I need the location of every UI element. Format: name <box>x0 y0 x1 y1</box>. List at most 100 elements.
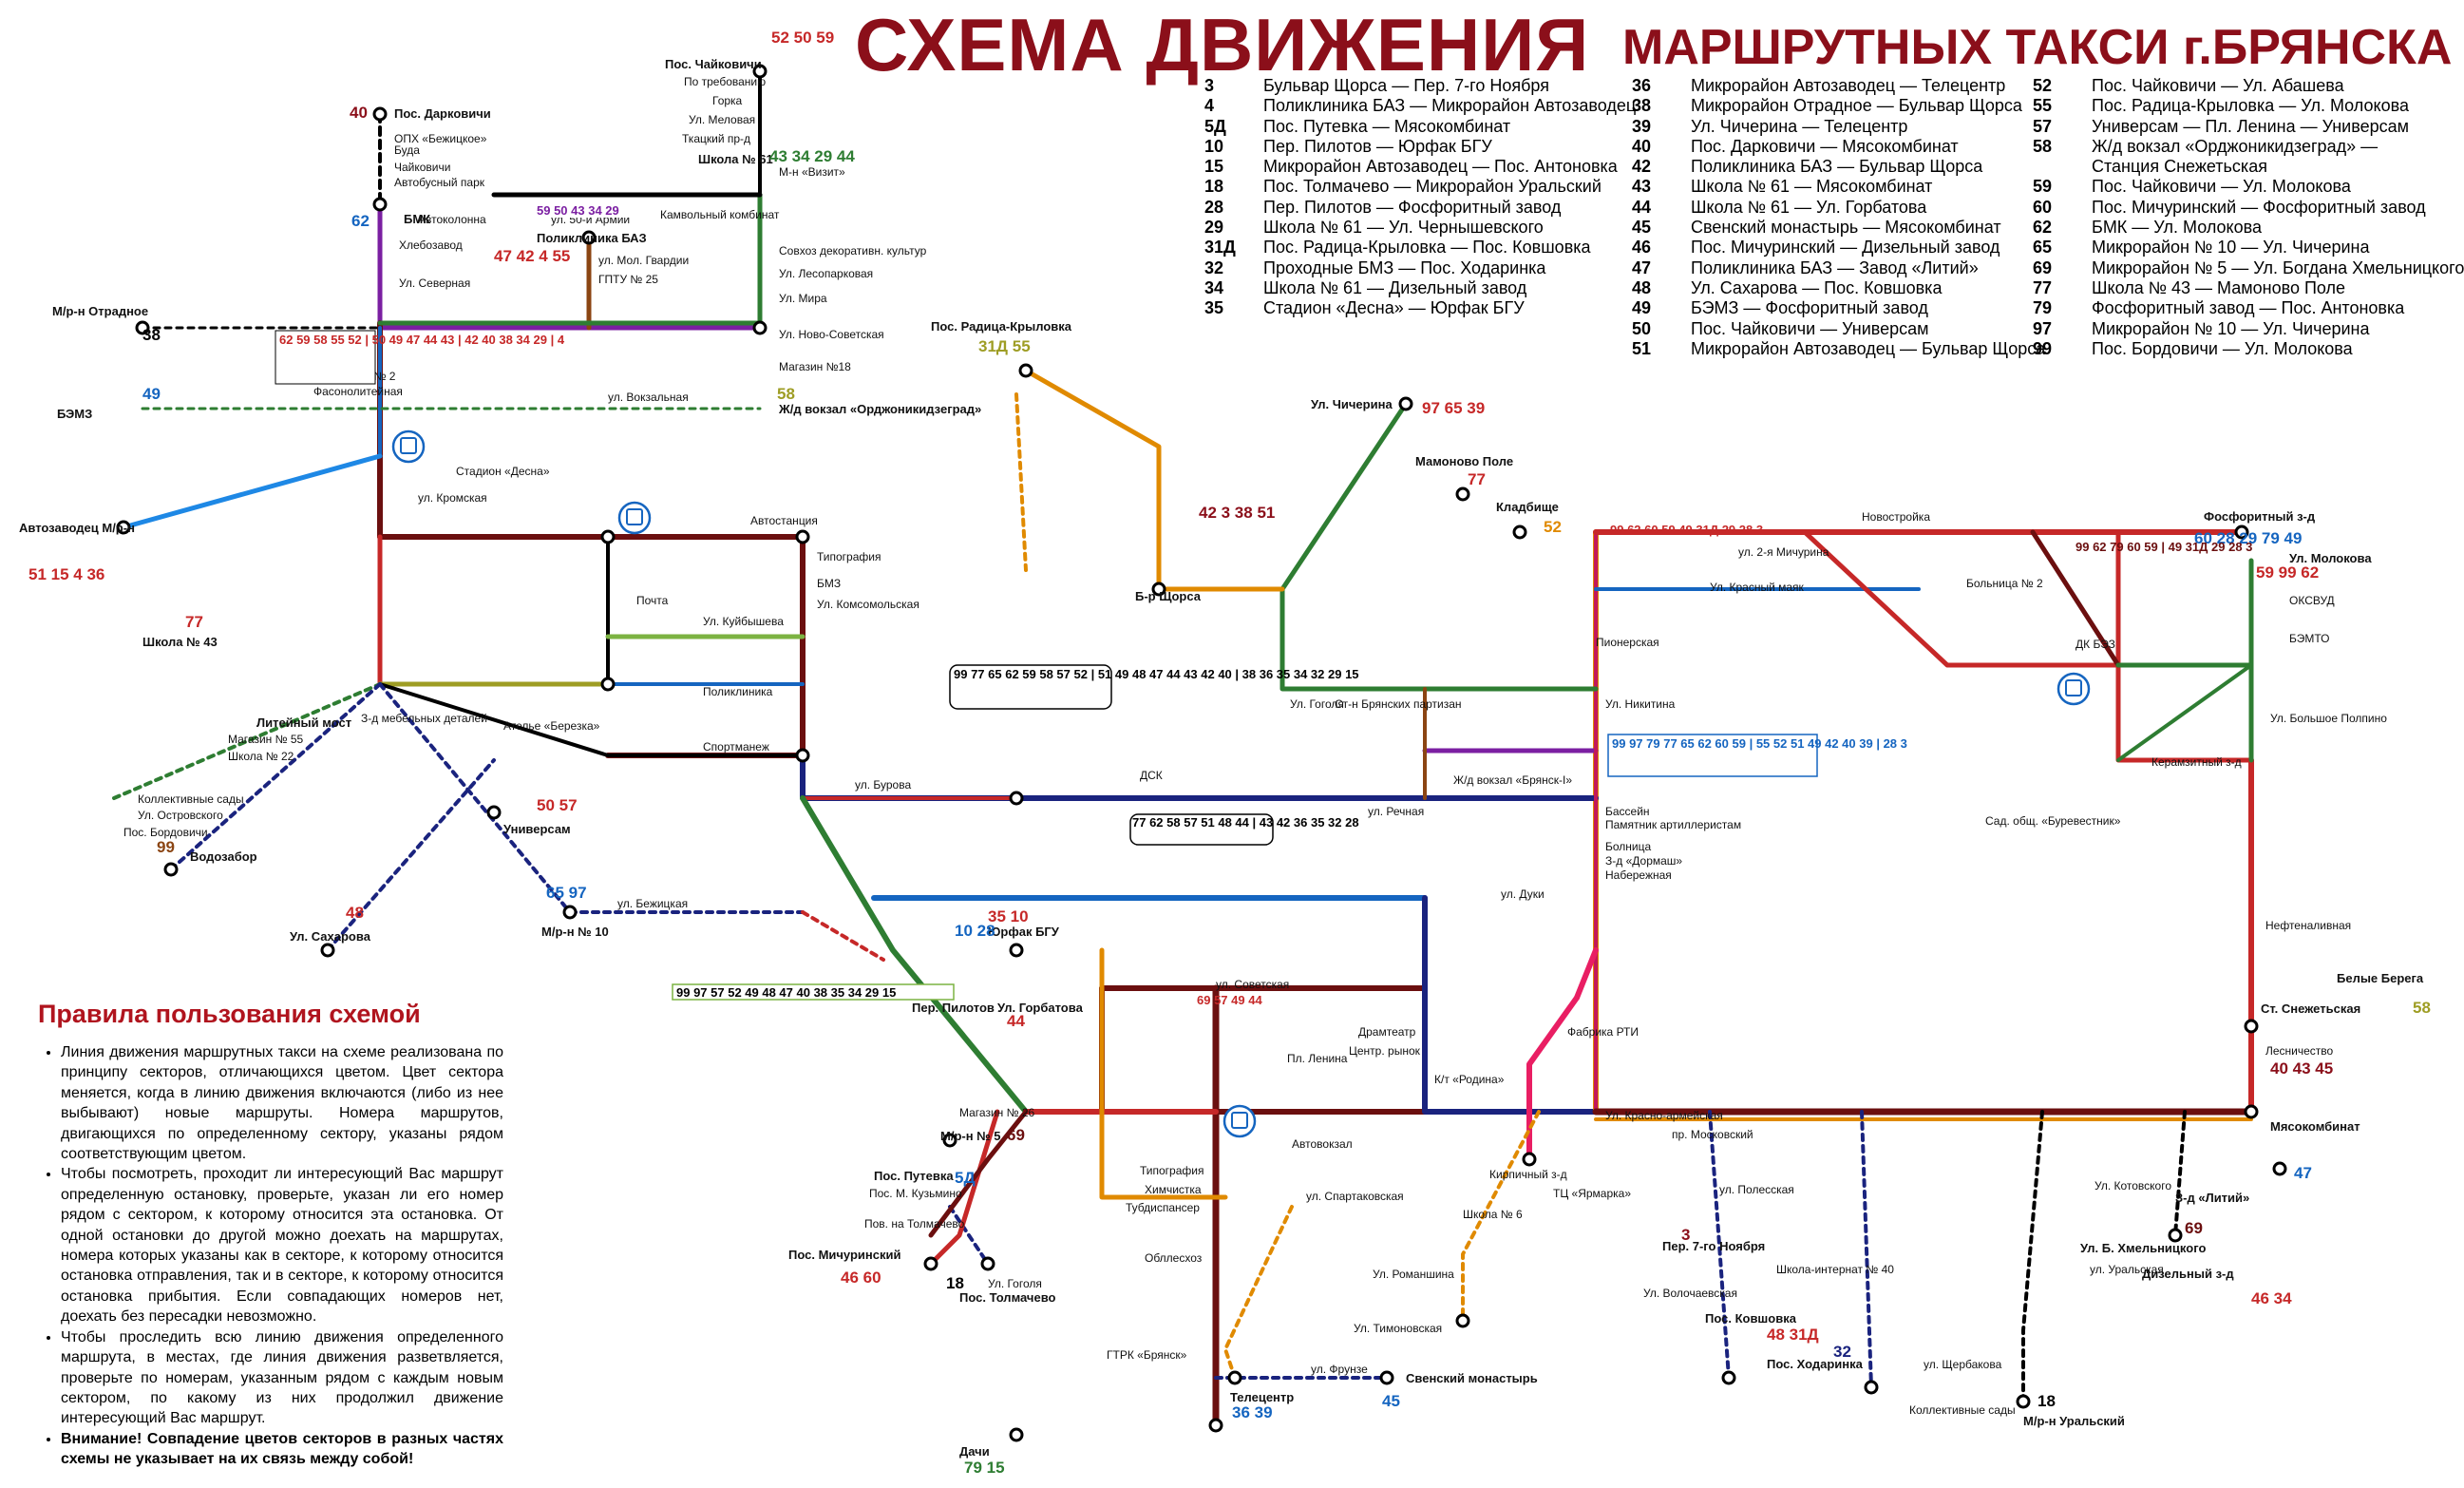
legend-route-name: Микрорайон № 10 — Ул. Чичерина <box>2092 318 2370 338</box>
stop-label: ул. Щербакова <box>1924 1358 2002 1371</box>
legend-route-name: Пер. Пилотов — Фосфоритный завод <box>1263 197 1562 217</box>
stop-label: Пос. М. Кузьмино <box>869 1187 962 1200</box>
legend-route-number: 29 <box>1204 218 1224 238</box>
legend-row: 99 Пос. Бордовичи — Ул. Молокова <box>2033 339 2464 359</box>
legend-route-name: Микрорайон Автозаводец — Бульвар Щорса <box>1691 338 2046 358</box>
stop-label: Пов. на Толмачево <box>864 1217 965 1230</box>
legend-route-name: Станция Снежетьская <box>2092 157 2267 177</box>
terminal-svenskij: Свенский монастырь <box>1406 1371 1538 1385</box>
terminal-mamonovo-routes: 77 <box>1468 470 1486 488</box>
stop-label: Бассейн <box>1605 805 1650 818</box>
stop-label: Магазин № 55 <box>228 733 304 746</box>
legend-route-number: 31Д <box>1204 238 1236 258</box>
legend-route-number: 36 <box>1632 76 1652 95</box>
terminal-otradnoe-routes: 38 <box>142 326 161 344</box>
stop-label: Обллесхоз <box>1145 1251 1203 1265</box>
stop-label: Тубдиспансер <box>1126 1201 1200 1214</box>
stop-label: Ул. Меловая <box>689 113 755 126</box>
terminal-khmelnitskogo: Ул. Б. Хмельницкого <box>2080 1241 2206 1255</box>
legend-row: Станция Снежетьская <box>2033 157 2464 177</box>
legend-route-number: 65 <box>2033 238 2053 258</box>
terminal-fosforitnyj: Фосфоритный з-д <box>2204 509 2316 524</box>
terminal-poliklinika-baz: Поликлиника БАЗ <box>537 231 647 245</box>
legend-route-number: 77 <box>2033 277 2053 297</box>
stop-label: Школа № 22 <box>228 750 294 763</box>
route-number-label: 62 59 58 55 52 | 50 49 47 44 43 | 42 40 … <box>279 333 565 347</box>
terminal-bmk-routes: 62 <box>351 212 370 230</box>
stop-label: Новостройка <box>1862 510 1930 524</box>
stop-label: Ж/д вокзал «Брянск-I» <box>1453 773 1572 787</box>
legend-route-name: Пос. Дарковичи — Мясокомбинат <box>1691 136 1959 156</box>
stop-label: ул. Вокзальная <box>608 391 689 404</box>
legend-route-number: 48 <box>1632 277 1652 297</box>
terminal-dizelnyj-routes: 46 34 <box>2251 1289 2292 1307</box>
terminal-chaikovichi: Пос. Чайковичи <box>665 57 762 71</box>
terminal-sakharova-routes: 48 <box>346 904 364 922</box>
terminal-svenskij-routes: 45 <box>1382 1392 1400 1410</box>
legend-route-number: 55 <box>2033 96 2053 116</box>
terminal-uralskij: М/р-н Уральский <box>2023 1414 2125 1428</box>
rules-item: Чтобы посмотреть, проходит ли интересующ… <box>61 1164 503 1326</box>
terminal-snezhetskaya-routes: 58 <box>2413 999 2431 1017</box>
stop-label: Спортманеж <box>703 740 769 754</box>
route-number-label: 59 50 43 34 29 <box>537 203 619 218</box>
legend-route-name: Стадион «Десна» — Юрфак БГУ <box>1263 298 1525 318</box>
legend-route-number: 43 <box>1632 177 1652 197</box>
legend-route-name: Фосфоритный завод — Пос. Антоновка <box>2092 298 2405 318</box>
legend-route-name: Школа № 61 — Дизельный завод <box>1263 277 1527 297</box>
stop-label: Ул. Волочаевская <box>1643 1287 1737 1300</box>
legend-route-number: 69 <box>2033 258 2053 277</box>
stop-label: Ул. Северная <box>399 277 470 290</box>
stop-label: Литейный мост <box>256 715 351 730</box>
legend-route-name: Пос. Чайковичи — Универсам <box>1691 318 1929 338</box>
stop-label: ул. Уральская <box>2090 1263 2164 1276</box>
terminal-chicherina-routes: 97 65 39 <box>1422 399 1485 417</box>
terminal-poliklinika-baz-routes: 47 42 4 55 <box>494 247 570 265</box>
terminal-dizelnyj: Дизельный з-д <box>2142 1267 2234 1281</box>
terminal-yurfak: Юрфак БГУ <box>988 925 1060 939</box>
legend-route-number: 99 <box>2033 338 2053 358</box>
legend-route-number: 3 <box>1204 76 1215 95</box>
stop-label: Типография <box>817 550 881 563</box>
terminal-myasokombinat-routes: 40 43 45 <box>2270 1059 2333 1078</box>
terminal-hodarinka: Пос. Ходаринка <box>1767 1357 1864 1371</box>
terminal-telecentr-routes: 36 39 <box>1232 1403 1273 1421</box>
rules-heading: Правила пользования схемой <box>38 1000 421 1028</box>
legend-route-number: 38 <box>1632 96 1652 116</box>
legend-route-name: Поликлиника БАЗ — Микрорайон Автозаводец <box>1263 96 1637 116</box>
bus-station-icons <box>391 429 2091 1138</box>
legend-route-name: Пос. Мичуринский — Фосфоритный завод <box>2092 197 2426 217</box>
legend-route-name: Пос. Бордовичи — Ул. Молокова <box>2092 338 2353 358</box>
rules-item: Внимание! Совпадение цветов секторов в р… <box>61 1429 503 1470</box>
stop-label: Керамзитный з-д <box>2151 755 2242 769</box>
legend-route-number: 47 <box>1632 258 1652 277</box>
terminal-litij-routes: 47 <box>2294 1164 2312 1182</box>
bus-station-icon <box>2056 672 2091 706</box>
rules-item: Чтобы проследить всю линию движения опре… <box>61 1327 503 1429</box>
stop-label: Ул. Красно-армейская <box>1605 1109 1723 1122</box>
stop-label: Ателье «Березка» <box>503 719 600 733</box>
legend-route-number: 42 <box>1632 157 1652 177</box>
stop-label: Ул. Никитина <box>1605 697 1676 711</box>
legend-route-number: 44 <box>1632 197 1652 217</box>
page-title: СХЕМА ДВИЖЕНИЯ <box>855 3 1590 86</box>
terminal-uralskij-routes: 18 <box>2038 1392 2056 1410</box>
terminal-labels: Пос. Чайковичи 52 50 59 Пос. Дарковичи 4… <box>19 29 2431 1477</box>
terminal-bemz: БЭМЗ <box>57 407 92 421</box>
stop-label: ДК БЭЗ <box>2075 638 2115 651</box>
stop-label: Химчистка <box>1145 1183 1202 1196</box>
terminal-dachi: Дачи <box>959 1444 990 1459</box>
terminal-ordzhonikidzegrad-routes: 58 <box>777 385 795 403</box>
